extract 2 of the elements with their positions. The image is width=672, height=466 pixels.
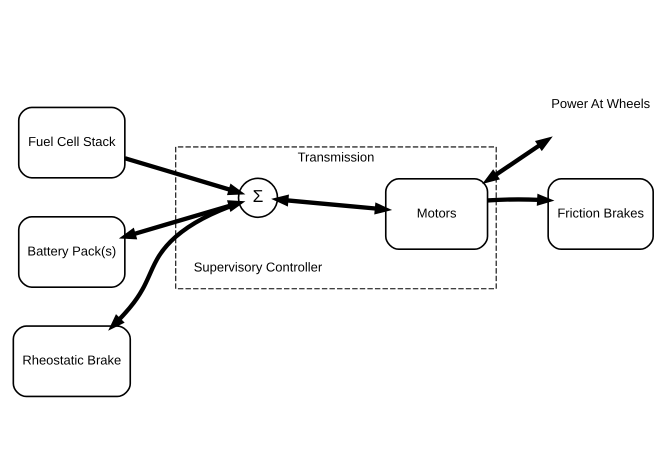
- node-text: Power At Wheels: [550, 96, 650, 112]
- label: Supervisory Controller: [193, 260, 322, 275]
